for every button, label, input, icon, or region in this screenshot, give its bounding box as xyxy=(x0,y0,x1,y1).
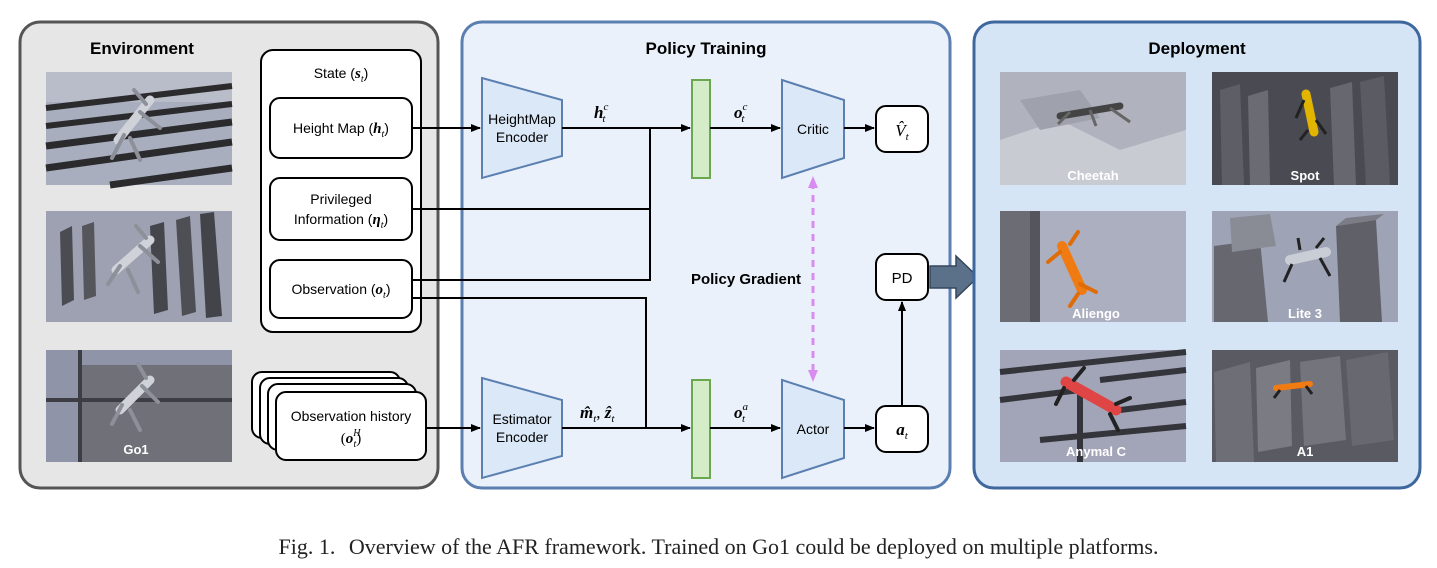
spot-robot xyxy=(1294,89,1328,141)
heightmap-encoder-block xyxy=(481,76,563,180)
deploy-label-aliengo: Aliengo xyxy=(1072,306,1120,321)
privileged-box xyxy=(269,177,413,241)
critic-label: Critic xyxy=(797,121,829,137)
action-output-label: at xyxy=(896,420,909,442)
figure-caption-text: Overview of the AFR framework. Trained o… xyxy=(348,534,1159,559)
height-map-label: Height Map (ht) xyxy=(293,120,389,140)
deployment-title: Deployment xyxy=(1148,39,1246,58)
deploy-arrow xyxy=(929,254,980,300)
deploy-image-lite3: Lite 3 xyxy=(1212,211,1398,322)
heightmap-encoder-line2: Encoder xyxy=(496,129,548,145)
cheetah-robot xyxy=(1056,102,1131,127)
concat-bar-bottom xyxy=(691,379,711,479)
value-output-box xyxy=(875,105,929,153)
figure-caption: Fig. 1. Overview of the AFR framework. T… xyxy=(0,534,1437,560)
connectors xyxy=(412,124,906,432)
policy-training-title: Policy Training xyxy=(646,39,767,58)
a1-robot xyxy=(1272,381,1314,399)
privileged-line1: Privileged xyxy=(310,191,371,207)
observation-label: Observation (ot) xyxy=(292,281,391,301)
env-image-stairs xyxy=(45,72,233,189)
deploy-image-spot: Spot xyxy=(1212,72,1398,185)
symbol-mz: m̂t, ẑt xyxy=(580,403,615,425)
aliengo-robot xyxy=(1046,230,1098,308)
pd-label: PD xyxy=(892,270,913,287)
anymalc-robot xyxy=(1054,366,1132,432)
policy-gradient-label: Policy Gradient xyxy=(691,271,801,288)
state-title: State (st) xyxy=(314,65,369,85)
history-line1: Observation history xyxy=(291,408,412,424)
figure-label: Fig. 1. xyxy=(278,534,336,559)
deploy-label-lite3: Lite 3 xyxy=(1288,306,1322,321)
environment-title: Environment xyxy=(90,39,194,58)
go1-robot-1 xyxy=(110,88,162,162)
deploy-label-a1: A1 xyxy=(1297,444,1314,459)
deploy-label-spot: Spot xyxy=(1291,168,1321,183)
deploy-image-a1: A1 xyxy=(1212,350,1398,462)
heightmap-encoder-line1: HeightMap xyxy=(488,111,556,127)
observation-box xyxy=(269,259,413,319)
deploy-image-anymalc: Anymal C xyxy=(999,349,1187,462)
lite3-robot xyxy=(1282,237,1332,283)
estimator-encoder-block xyxy=(481,376,563,480)
env-image-go1: Go1 xyxy=(46,350,232,462)
go1-robot-3 xyxy=(110,362,160,432)
estimator-encoder-line2: Encoder xyxy=(496,429,548,445)
estimator-encoder-line1: Estimator xyxy=(492,411,551,427)
go1-robot-2 xyxy=(106,224,160,294)
deploy-image-cheetah: Cheetah xyxy=(1000,72,1186,185)
observation-history-stack xyxy=(251,371,427,461)
deploy-image-aliengo: Aliengo xyxy=(1000,211,1186,322)
deploy-label-anymalc: Anymal C xyxy=(1066,444,1127,459)
actor-block xyxy=(781,378,845,480)
value-output-label: V̂t xyxy=(895,121,909,143)
actor-label: Actor xyxy=(797,421,830,437)
critic-block xyxy=(781,78,845,180)
pd-box xyxy=(875,253,929,301)
env-image-blocks xyxy=(46,211,232,322)
deploy-label-cheetah: Cheetah xyxy=(1067,168,1118,183)
privileged-line2: Information (ηt) xyxy=(294,211,388,231)
go1-label: Go1 xyxy=(123,442,148,457)
afr-diagram: Environment xyxy=(18,20,1422,490)
concat-bar-top xyxy=(691,79,711,179)
